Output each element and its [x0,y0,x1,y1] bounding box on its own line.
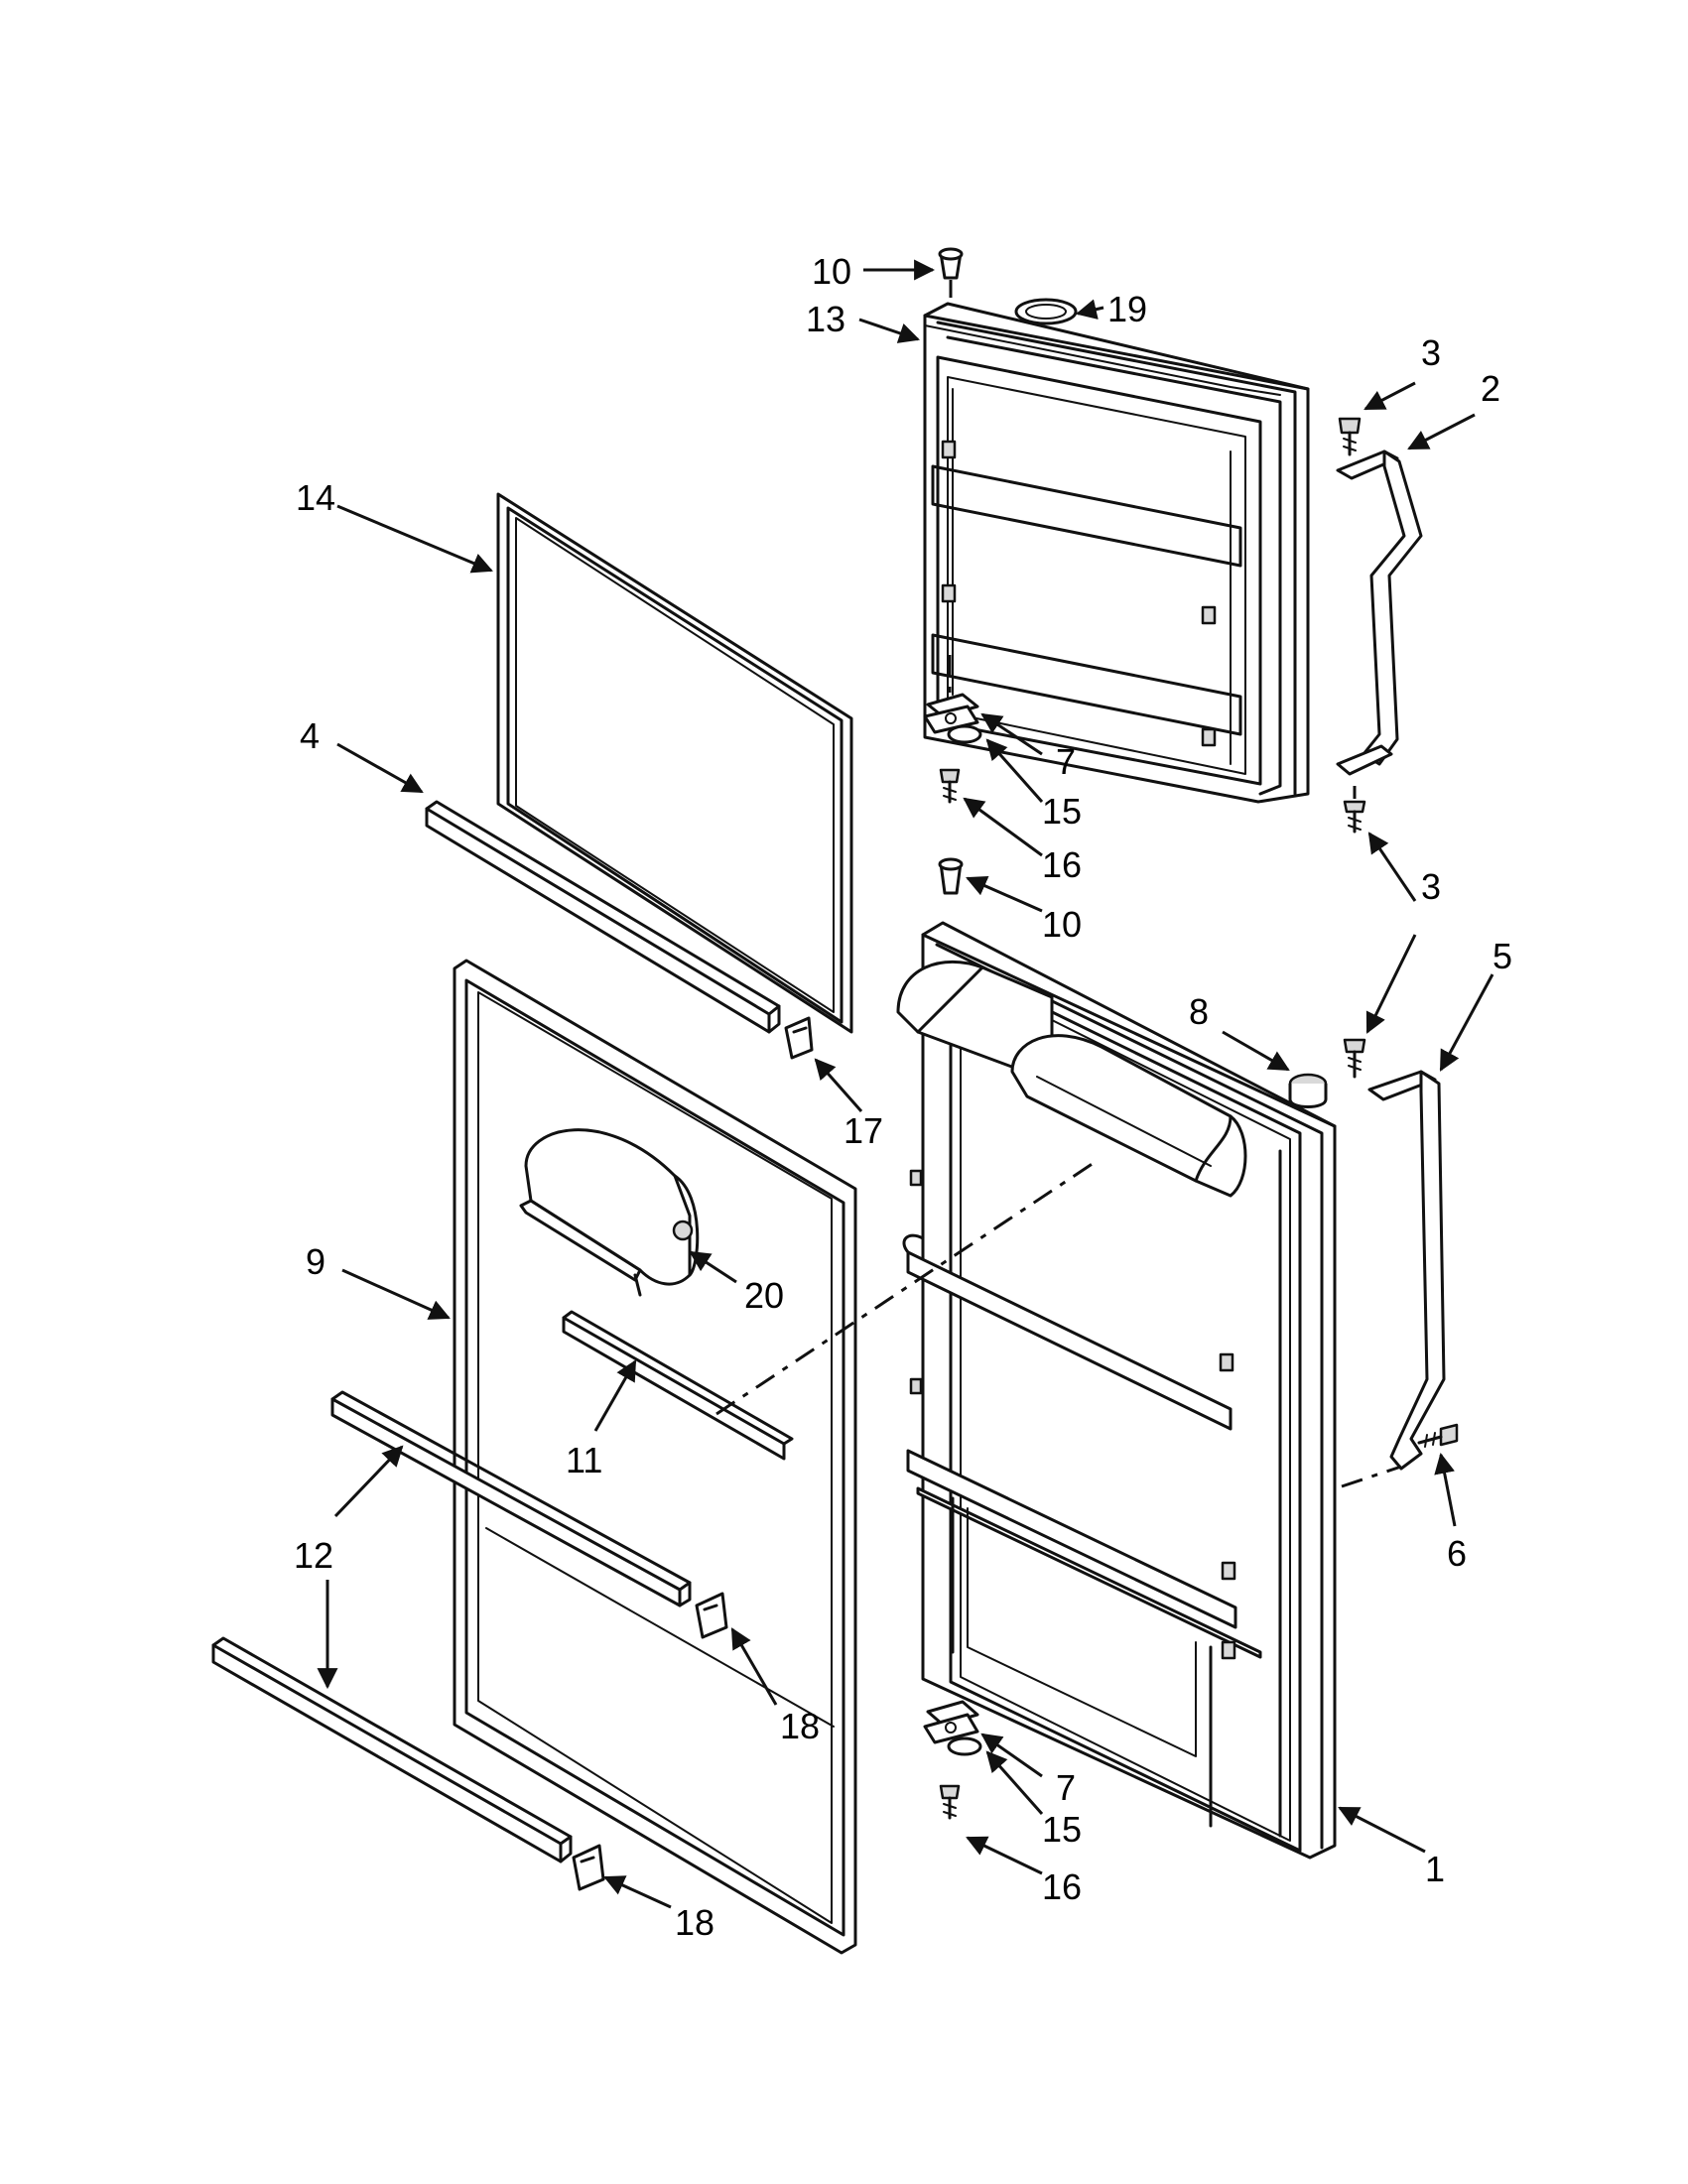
end-cap-part-18-lower [572,1844,605,1891]
hinge-part-7-top [923,693,979,734]
callout-5: 5 [1493,936,1512,976]
callout-7-top: 7 [1056,741,1076,782]
screw-part-3-lower [1343,1038,1366,1079]
screw-part-16-top [939,768,961,804]
callout-15-lower: 15 [1042,1809,1082,1850]
callout-18-upper: 18 [780,1706,820,1746]
screw-part-6 [1417,1423,1459,1448]
callout-8: 8 [1189,991,1209,1032]
assembly-centerline-handle [1341,1465,1402,1488]
callout-11: 11 [566,1440,602,1480]
leader-lines [317,259,1494,1909]
callout-18-lower: 18 [675,1902,714,1943]
callout-2: 2 [1481,368,1500,409]
rail-part-12-upper [330,1390,692,1607]
end-cap-part-17 [784,1016,814,1060]
callout-10-top: 10 [812,251,851,292]
rail-part-12-lower [211,1636,573,1863]
callout-19: 19 [1107,289,1147,329]
callout-16-lower: 16 [1042,1866,1082,1907]
callout-15-top: 15 [1042,791,1082,832]
screw-part-3-top [1338,417,1362,456]
rail-part-4 [425,800,781,1034]
screw-part-16-lower [939,1784,961,1820]
hole-plug-part-8 [1288,1073,1328,1108]
callout-3-lower: 3 [1421,866,1441,907]
hinge-part-7-lower [923,1700,979,1744]
callout-20: 20 [744,1275,784,1316]
callout-13: 13 [806,299,845,339]
callout-3-top: 3 [1421,332,1441,373]
callout-16-top: 16 [1042,844,1082,885]
handle-part-5 [1367,1070,1446,1471]
callout-14: 14 [296,477,335,518]
callout-1: 1 [1425,1849,1445,1889]
freezer-door-part-13 [923,302,1310,804]
hinge-pin-part-15-lower [947,1736,982,1756]
callout-17: 17 [844,1110,883,1151]
callout-6: 6 [1447,1533,1467,1574]
gasket-part-9 [453,959,857,1955]
plug-part-10-top [938,247,964,280]
callout-12: 12 [294,1535,333,1576]
dairy-bin-part-20 [519,1128,700,1297]
plug-part-10-lower [938,857,964,895]
fresh-food-door-part-1 [896,921,1337,1860]
rail-part-11 [562,1310,794,1461]
hinge-pin-part-15-top [947,724,982,744]
screw-part-3-mid [1343,800,1366,834]
end-cap-part-18-upper [695,1592,728,1639]
callout-10-lower: 10 [1042,904,1082,945]
gasket-part-14 [496,492,853,1034]
callout-7-lower: 7 [1056,1767,1076,1808]
handle-part-2 [1336,450,1423,776]
callout-9: 9 [306,1241,325,1282]
callout-4: 4 [300,715,320,756]
callout-labels: 10 13 19 3 2 14 4 7 15 16 10 3 3 5 8 17 … [294,251,1512,1943]
